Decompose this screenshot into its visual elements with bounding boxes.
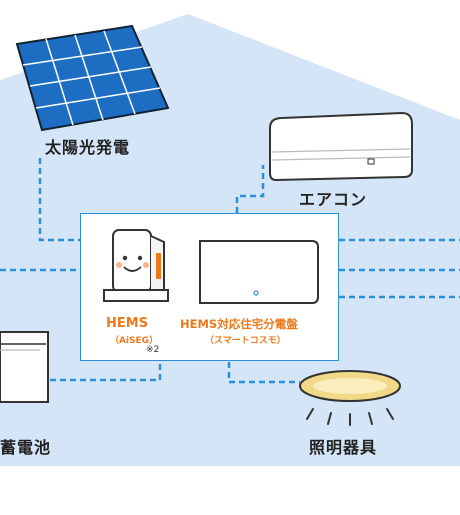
solar-label: 太陽光発電 [45,138,131,157]
hems-footnote: ※2 [146,345,160,355]
panel-sub-label: （スマートコスモ） [205,336,286,346]
line-battery [40,362,162,382]
line-aircon [235,165,265,213]
panel-label: HEMS対応住宅分電盤 [180,317,298,331]
aircon-label: エアコン [299,190,368,209]
solar-panel-icon [15,24,170,132]
distribution-panel-icon [198,239,319,304]
lighting-label: 照明器具 [309,438,378,457]
line-solar [38,158,80,242]
air-conditioner-icon [269,111,413,182]
storage-battery-icon [0,331,49,403]
hems-sub-label: （AiSEG） [110,336,159,346]
hems-label: HEMS [106,316,149,331]
battery-label: 蓄電池 [0,438,52,457]
line-lighting [227,362,300,384]
hub-devices [102,228,319,304]
connection-lines [0,158,460,384]
control-hub-box [80,213,339,361]
hems-device-icon [102,228,169,302]
ceiling-light-icon [299,370,401,426]
